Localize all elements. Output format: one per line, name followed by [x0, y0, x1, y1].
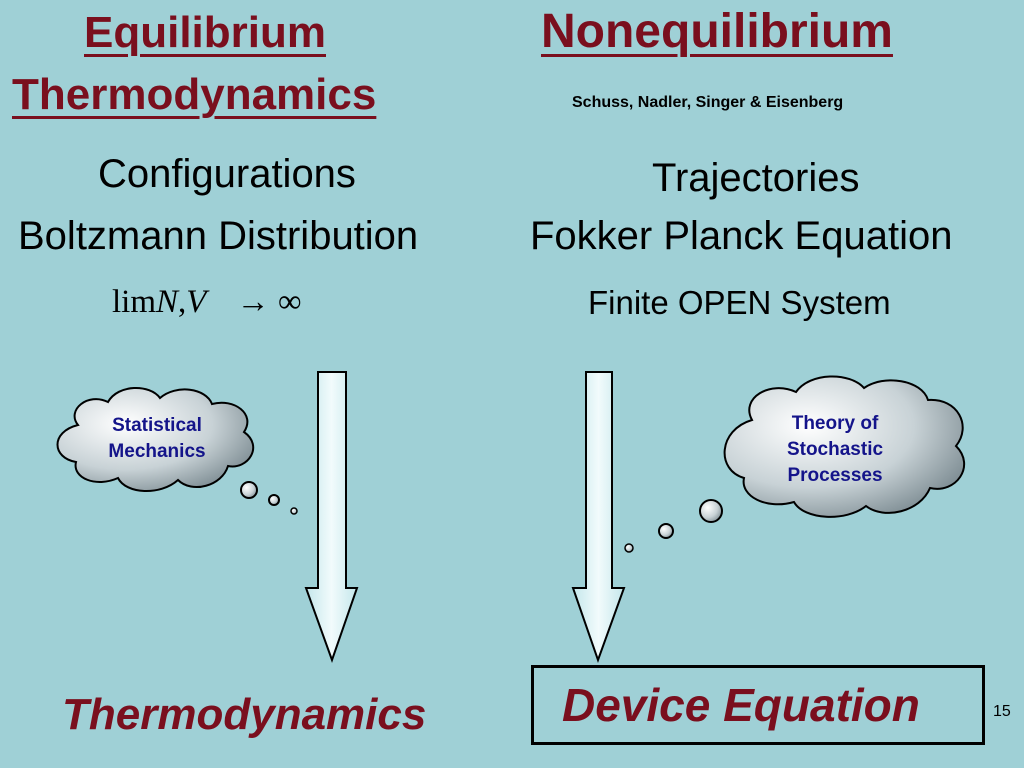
authors-credit: Schuss, Nadler, Singer & Eisenberg [572, 94, 844, 111]
stochastic-processes-label: Theory of Stochastic Processes [762, 411, 908, 489]
arrow-symbol: → [236, 284, 270, 320]
finite-open-system-label: Finite OPEN System [588, 284, 891, 321]
cloud-line: Stochastic [786, 439, 884, 460]
comma: , [178, 284, 187, 320]
down-arrow-icon [571, 371, 626, 663]
statistical-mechanics-label: Statistical Mechanics [82, 413, 232, 465]
v-symbol: V [186, 284, 207, 320]
lim-text: lim [112, 284, 157, 320]
page-number: 15 [993, 703, 1011, 720]
boltzmann-label: Boltzmann Distribution [18, 214, 419, 258]
configurations-label: Configurations [98, 152, 356, 196]
device-equation-result: Device Equation [562, 679, 920, 731]
heading-nonequilibrium: Nonequilibrium [541, 5, 893, 58]
device-equation-box [531, 665, 985, 745]
cloud-line: Statistical [112, 415, 202, 436]
thought-bubble [290, 507, 298, 515]
down-arrow-icon [304, 371, 359, 663]
thought-bubble [624, 543, 634, 553]
heading-equilibrium: Equilibrium [84, 8, 326, 57]
thought-cloud-icon [723, 375, 966, 518]
cloud-line: Processes [787, 465, 883, 486]
thought-cloud-icon [56, 386, 255, 493]
n-symbol: N [156, 284, 179, 320]
trajectories-label: Trajectories [652, 156, 860, 200]
thought-bubble [268, 494, 280, 506]
infinity-symbol: ∞ [277, 284, 302, 320]
thought-bubble [658, 523, 674, 539]
thermodynamics-result: Thermodynamics [62, 690, 427, 739]
fokker-planck-label: Fokker Planck Equation [530, 214, 953, 258]
cloud-line: Mechanics [108, 441, 206, 462]
thermodynamic-limit: limN,V → ∞ [112, 284, 301, 321]
cloud-line: Theory of [791, 413, 879, 434]
thought-bubble [240, 481, 258, 499]
heading-thermodynamics: Thermodynamics [12, 70, 377, 119]
thought-bubble [699, 499, 723, 523]
